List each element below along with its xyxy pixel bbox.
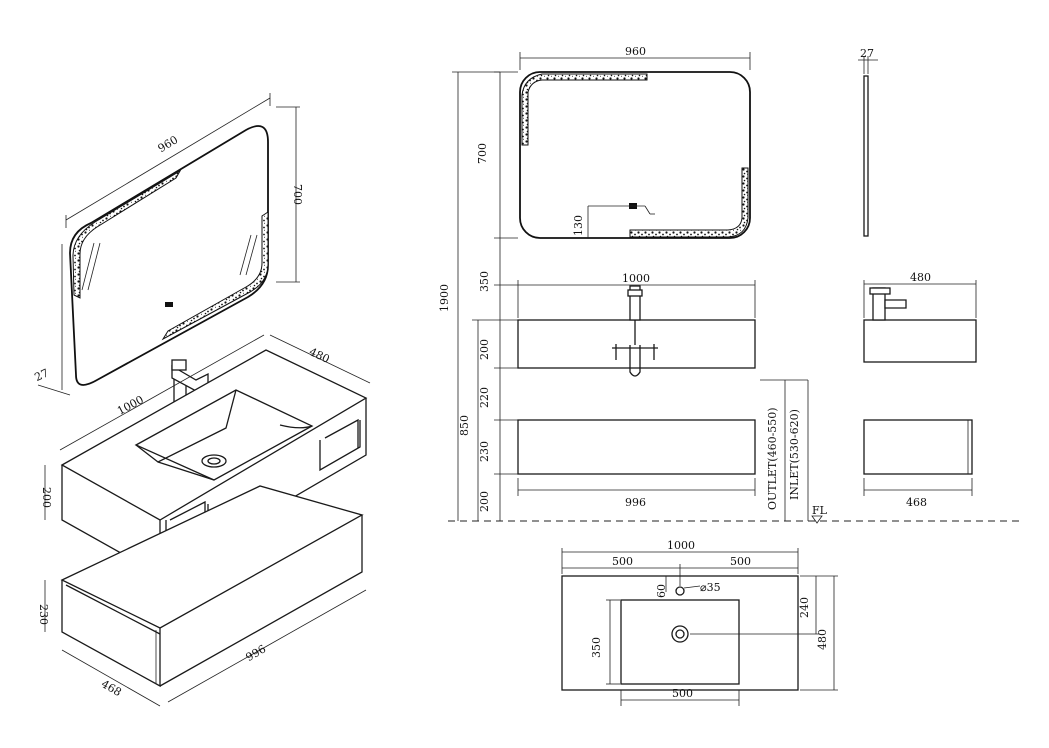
iso-mirror-width: 960 — [156, 133, 181, 155]
top-left-half: 500 — [612, 555, 633, 568]
top-right-half: 500 — [730, 555, 751, 568]
bowl-width: 500 — [672, 687, 693, 700]
top-overall-width: 1000 — [667, 539, 695, 552]
top-dimensions: 1000 500 500 60 ⌀35 350 500 240 480 — [561, 539, 838, 706]
top-basin-outline — [561, 575, 799, 691]
top-overall-depth: 480 — [816, 629, 829, 650]
iso-cabinet-height: 230 — [37, 604, 50, 625]
side-mirror — [863, 75, 869, 237]
outlet-label: OUTLET(460-550) — [766, 407, 779, 510]
side-mirror-depth: 27 — [860, 47, 874, 60]
basin-height: 200 — [478, 339, 491, 360]
front-basin-width: 1000 — [622, 272, 650, 285]
isometric-view: 960 700 27 — [33, 93, 371, 707]
total-height: 1900 — [438, 284, 451, 312]
gap-mirror-basin: 350 — [478, 271, 491, 292]
iso-mirror — [61, 125, 269, 390]
top-view: 1000 500 500 60 ⌀35 350 500 240 480 — [561, 539, 838, 706]
drain-offset: 240 — [798, 597, 811, 618]
gap-basin-cabinet: 220 — [478, 387, 491, 408]
iso-mirror-depth: 27 — [33, 366, 51, 384]
iso-basin-height: 200 — [40, 487, 53, 508]
side-basin-depth: 480 — [910, 271, 931, 284]
sensor-icon — [165, 302, 173, 307]
cabinet-height: 230 — [478, 441, 491, 462]
tap-hole-offset: 60 — [655, 584, 668, 598]
side-cabinet: 468 — [863, 419, 973, 509]
front-mirror-width: 960 — [625, 45, 646, 58]
front-mirror-dimensions: 960 700 130 — [476, 45, 751, 239]
front-mirror-height: 700 — [476, 143, 489, 164]
iso-cabinet-width: 996 — [244, 642, 269, 664]
plumbing-dimensions: OUTLET(460-550) INLET(530-620) FL — [760, 379, 828, 524]
front-basin: 1000 — [517, 272, 756, 377]
tap-hole-diameter: ⌀35 — [700, 581, 721, 594]
side-cabinet-depth: 468 — [906, 496, 927, 509]
bowl-depth: 350 — [590, 637, 603, 658]
iso-cabinet-depth: 468 — [99, 677, 124, 699]
iso-basin-width: 1000 — [115, 393, 146, 418]
front-height-dimensions: 1900 850 350 200 220 230 200 — [438, 71, 518, 521]
side-basin: 480 — [863, 271, 977, 363]
floor-label: FL — [812, 504, 828, 517]
iso-mirror-height: 700 — [291, 184, 304, 205]
front-cabinet-width: 996 — [625, 496, 646, 509]
drain-icon — [671, 625, 689, 643]
counter-height: 850 — [458, 415, 471, 436]
side-view: 27 480 468 — [858, 47, 977, 509]
cabinet-floor-gap: 200 — [478, 491, 491, 512]
inlet-label: INLET(530-620) — [788, 409, 801, 500]
top-bowl — [620, 599, 740, 685]
front-mirror — [519, 71, 751, 239]
front-cabinet: 996 — [517, 419, 756, 509]
tap-hole-icon — [675, 586, 685, 596]
front-view: 960 700 130 1900 850 350 200 220 230 20 — [438, 45, 1022, 524]
front-sensor-height: 130 — [572, 215, 585, 236]
iso-cabinet — [60, 485, 364, 688]
